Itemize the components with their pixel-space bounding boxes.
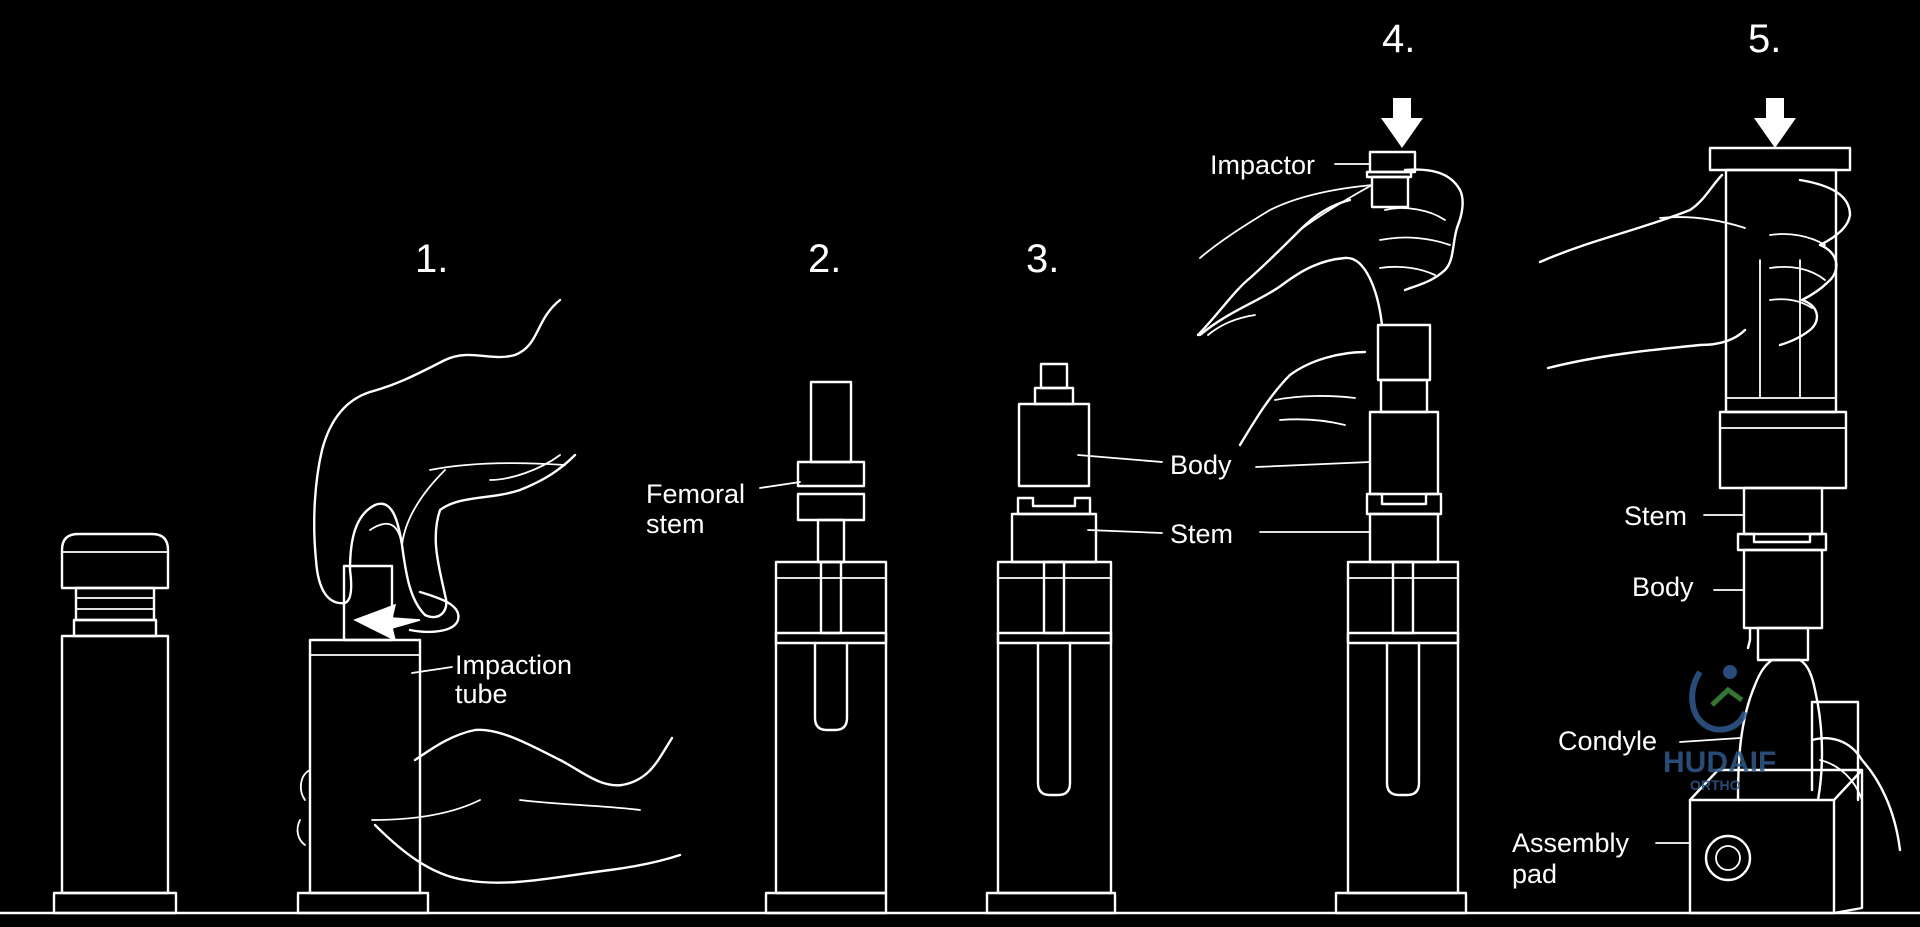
hand-on-impactor [1196, 168, 1464, 337]
upper-hand [313, 298, 577, 619]
assembly-pad-label-line2: pad [1512, 859, 1557, 889]
lower-hand [296, 728, 682, 884]
body-label-step5: Body [1632, 572, 1694, 602]
impaction-tube-label-line2: tube [455, 679, 508, 709]
assembly-figure [1688, 98, 1864, 915]
step-number-2: 2. [808, 237, 841, 281]
hand-on-pad [1810, 737, 1902, 852]
impaction-tube-figure [296, 564, 430, 915]
impaction-tube-label: Impaction [455, 650, 572, 680]
femoral-stem-label-line2: stem [646, 509, 705, 539]
femoral-stem-label: Femoral [646, 479, 745, 509]
impactor-figure [1334, 98, 1468, 915]
body-label: Body [1170, 450, 1232, 480]
rotation-arrow [353, 590, 460, 642]
leader-lines [411, 163, 1745, 844]
watermark-logo: HUDAIF ORTHO [1663, 665, 1776, 793]
condyle-label: Condyle [1558, 726, 1657, 756]
step-number-5: 5. [1748, 17, 1781, 61]
step-number-3: 3. [1026, 237, 1059, 281]
tube-with-cap [52, 532, 178, 915]
stem-label-step5: Stem [1624, 501, 1687, 531]
svg-text:ORTHO: ORTHO [1690, 777, 1741, 793]
hand-on-assembly [1538, 173, 1852, 370]
left-hand-on-body [1238, 350, 1367, 447]
step-number-1: 1. [415, 237, 448, 281]
impactor-label: Impactor [1210, 150, 1315, 180]
stem-label: Stem [1170, 519, 1233, 549]
femoral-stem-figure [764, 380, 888, 915]
step-number-4: 4. [1382, 17, 1415, 61]
assembly-pad-label: Assembly [1512, 828, 1630, 858]
svg-text:HUDAIF: HUDAIF [1663, 746, 1776, 779]
body-stem-figure [985, 362, 1117, 915]
